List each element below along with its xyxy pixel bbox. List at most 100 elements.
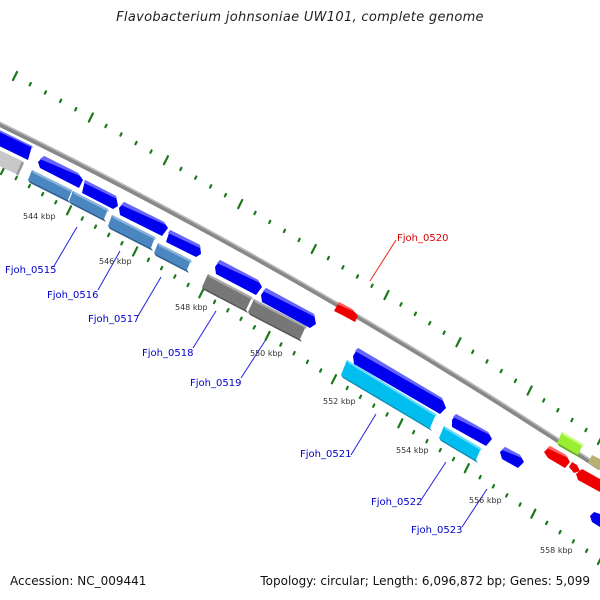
minor-tick	[58, 98, 63, 104]
gene-feature[interactable]	[544, 446, 570, 468]
gene-feature[interactable]	[69, 191, 108, 219]
gene-label-fjoh-0518[interactable]: Fjoh_0518	[142, 348, 193, 359]
minor-tick	[40, 191, 45, 197]
minor-tick	[28, 81, 32, 87]
minor-tick	[345, 385, 349, 391]
gene-label-fjoh-0515[interactable]: Fjoh_0515	[5, 265, 56, 276]
genome-title: Flavobacterium johnsoniae UW101, complet…	[116, 10, 484, 25]
minor-tick	[292, 350, 296, 356]
gene-feature[interactable]	[119, 202, 168, 236]
genome-backbone	[0, 121, 600, 471]
gene-label-fjoh-0521[interactable]: Fjoh_0521	[300, 449, 351, 460]
minor-tick	[570, 417, 574, 423]
accession-text: Accession: NC_009441	[10, 574, 147, 588]
gene-feature[interactable]	[452, 414, 492, 446]
gene-label-fjoh-0516[interactable]: Fjoh_0516	[47, 290, 98, 301]
minor-tick	[239, 316, 243, 322]
minor-tick	[253, 210, 257, 216]
minor-tick	[223, 192, 228, 198]
gene-feature[interactable]	[28, 170, 72, 200]
minor-tick	[134, 140, 138, 146]
minor-tick	[80, 216, 84, 221]
gene-feature[interactable]	[38, 156, 83, 188]
major-tick	[87, 112, 94, 123]
gene-feature[interactable]	[439, 426, 481, 460]
gene-feature[interactable]	[166, 230, 201, 257]
minor-tick	[305, 359, 310, 365]
minor-tick	[104, 123, 108, 129]
minor-tick	[556, 407, 560, 413]
gene-feature[interactable]	[500, 447, 524, 468]
scale-label: 550 kbp	[250, 349, 283, 358]
gene-feature[interactable]	[0, 148, 22, 174]
gene-feature[interactable]	[334, 302, 358, 322]
gene-label-fjoh-0517[interactable]: Fjoh_0517	[88, 314, 139, 325]
gene-feature[interactable]	[0, 128, 32, 160]
minor-tick	[149, 149, 153, 154]
gene-track	[0, 128, 600, 527]
minor-tick	[282, 228, 287, 234]
gene-feature[interactable]	[82, 180, 118, 209]
gene-label-fjoh-0523[interactable]: Fjoh_0523	[411, 525, 462, 536]
minor-tick	[558, 529, 562, 535]
gene-feature[interactable]	[261, 288, 316, 328]
minor-tick	[411, 429, 416, 435]
minor-tick	[451, 456, 456, 462]
major-tick	[330, 374, 338, 385]
scale-label: 552 kbp	[323, 397, 356, 406]
minor-tick	[518, 502, 522, 507]
label-leaders	[53, 226, 488, 528]
gene-feature[interactable]	[108, 215, 155, 248]
major-tick	[463, 462, 470, 474]
scale-label: 546 kbp	[99, 257, 132, 266]
minor-tick	[413, 311, 418, 317]
major-tick	[162, 155, 170, 166]
scale-label: 556 kbp	[469, 496, 502, 505]
minor-tick	[120, 240, 124, 246]
minor-tick	[74, 106, 78, 112]
gene-feature[interactable]	[590, 512, 600, 527]
major-tick	[310, 243, 317, 255]
gene-feature[interactable]	[202, 274, 252, 310]
gene-feature[interactable]	[154, 243, 191, 270]
minor-tick	[27, 183, 32, 189]
minor-tick	[545, 520, 549, 526]
scale-label: 548 kbp	[175, 303, 208, 312]
gene-feature[interactable]	[215, 260, 262, 295]
scale-label: 554 kbp	[396, 446, 429, 455]
minor-tick	[208, 184, 213, 189]
minor-tick	[485, 359, 489, 364]
minor-tick	[491, 484, 496, 489]
minor-tick	[584, 548, 589, 553]
gene-label-fjoh-0520[interactable]: Fjoh_0520	[397, 233, 448, 244]
minor-tick	[54, 199, 58, 205]
gene-feature[interactable]	[569, 462, 580, 473]
gene-feature[interactable]	[557, 432, 583, 455]
minor-tick	[438, 447, 442, 453]
minor-tick	[326, 255, 331, 261]
major-tick	[11, 70, 19, 82]
gene-feature[interactable]	[353, 348, 446, 414]
gene-feature[interactable]	[588, 455, 600, 470]
inner-tick-track	[0, 164, 600, 566]
minor-tick	[119, 132, 123, 137]
minor-tick	[93, 224, 98, 229]
minor-tick	[358, 394, 363, 400]
major-tick	[264, 330, 271, 342]
gene-feature[interactable]	[248, 299, 306, 339]
minor-tick	[173, 274, 177, 279]
gene-label-fjoh-0522[interactable]: Fjoh_0522	[371, 497, 422, 508]
major-tick	[237, 198, 244, 210]
minor-tick	[370, 283, 374, 289]
major-tick	[397, 418, 404, 429]
minor-tick	[499, 368, 503, 374]
gene-feature[interactable]	[576, 469, 600, 492]
minor-tick	[226, 308, 230, 313]
minor-tick	[428, 320, 432, 326]
gene-feature[interactable]	[341, 360, 436, 428]
minor-tick	[212, 299, 217, 305]
major-tick	[530, 508, 537, 519]
major-tick	[132, 246, 139, 257]
gene-label-fjoh-0519[interactable]: Fjoh_0519	[190, 378, 241, 389]
